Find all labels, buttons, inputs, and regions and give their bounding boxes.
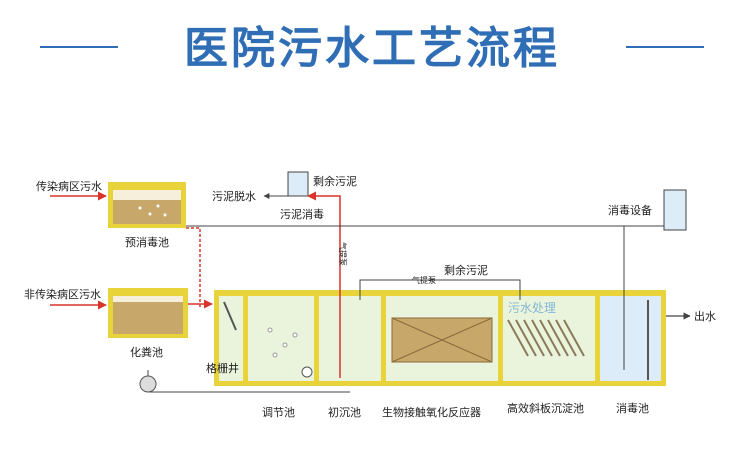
surplus-sludge-mid-label: 剩余污泥 [444, 263, 488, 277]
regulating-label: 调节池 [262, 406, 295, 419]
disinfection-tank-label: 消毒池 [616, 401, 649, 415]
pump-icon [301, 366, 313, 378]
watermark-text: 污水处理 [508, 301, 556, 315]
input-infectious-label: 传染病区污水 [36, 179, 102, 193]
sludge-tank [287, 171, 309, 197]
surplus-sludge-top-label: 剩余污泥 [313, 174, 357, 188]
input-non-infectious-label: 非传染病区污水 [24, 287, 101, 301]
inclined-plate-label: 高效斜板沉淀池 [507, 401, 584, 415]
main-treatment-unit [214, 290, 666, 386]
primary-settling-label: 初沉池 [328, 405, 361, 419]
page-title: 医院污水工艺流程 [184, 23, 560, 74]
screen-well-label: 格栅井 [206, 361, 239, 375]
sludge-disinfection-label: 污泥消毒 [280, 207, 324, 221]
air-lift-label-1: 气提泵 [338, 242, 348, 266]
pre-disinfection-label: 预消毒池 [125, 235, 169, 249]
bio-contact-label: 生物接触氧化反应器 [382, 405, 481, 419]
air-lift-label-2: 气提泵 [412, 275, 436, 285]
septic-tank [108, 288, 188, 338]
disinfection-equipment [663, 189, 687, 231]
pre-disinfection-tank [108, 182, 186, 228]
blower-icon [139, 375, 157, 393]
title-line-right [626, 46, 704, 48]
title-line-left [40, 46, 118, 48]
outlet-label: 出水 [694, 309, 716, 323]
disinfection-equipment-label: 消毒设备 [608, 203, 652, 217]
septic-label: 化粪池 [130, 345, 163, 359]
sludge-dewatering-label: 污泥脱水 [212, 189, 256, 203]
